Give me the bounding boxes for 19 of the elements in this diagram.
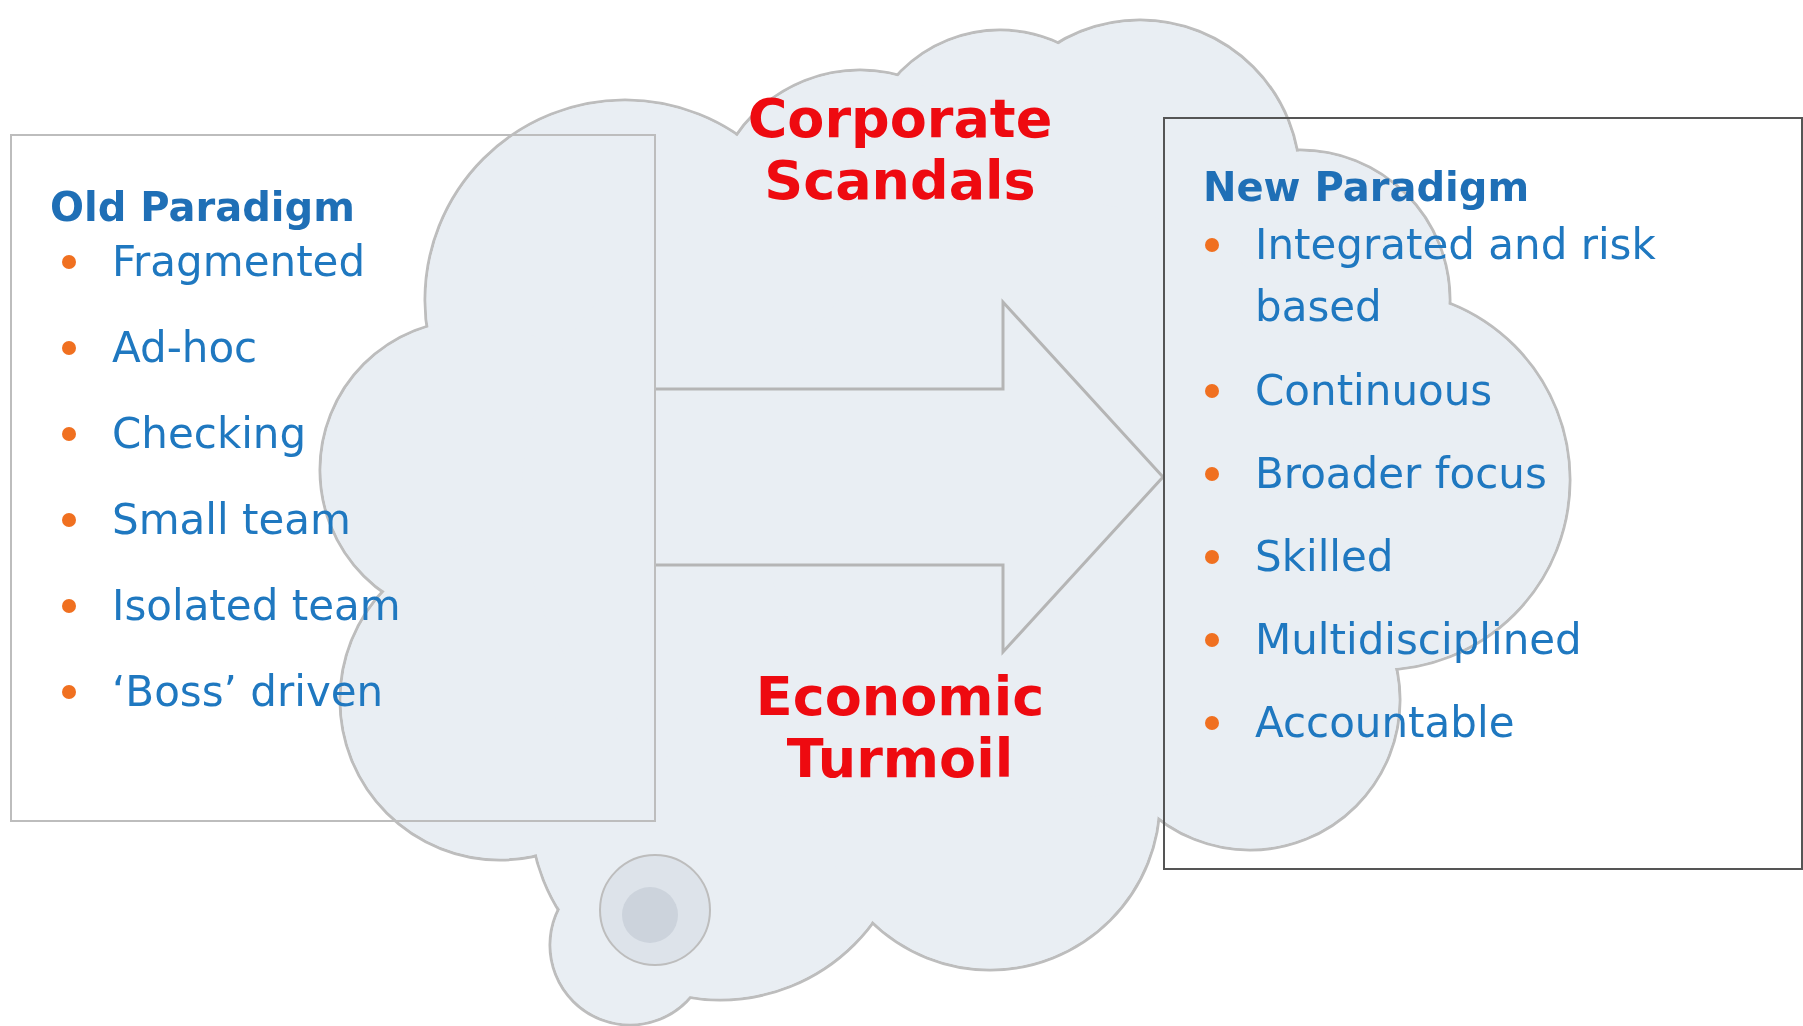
paradigm-panel bbox=[10, 134, 656, 822]
cloud-title: Corporate Scandals bbox=[746, 88, 1054, 212]
list-item: Checking bbox=[112, 408, 308, 460]
list-item: Small team bbox=[112, 494, 352, 546]
paradigm-panel bbox=[1163, 117, 1803, 870]
list-item: Accountable bbox=[1255, 697, 1516, 749]
cloud-title: Economic Turmoil bbox=[754, 666, 1046, 790]
panel-heading: New Paradigm bbox=[1203, 164, 1530, 210]
list-item: Ad-hoc bbox=[112, 322, 259, 374]
list-item: Integrated and risk based bbox=[1255, 219, 1657, 333]
list-item: Fragmented bbox=[112, 236, 367, 288]
panel-heading: Old Paradigm bbox=[50, 184, 355, 230]
list-item: Broader focus bbox=[1255, 448, 1548, 500]
list-item: ‘Boss’ driven bbox=[112, 666, 385, 718]
list-item: Skilled bbox=[1255, 531, 1395, 583]
list-item: Multidisciplined bbox=[1255, 614, 1583, 666]
list-item: Continuous bbox=[1255, 365, 1494, 417]
list-item: Isolated team bbox=[112, 580, 402, 632]
block-arrow bbox=[654, 298, 1166, 656]
